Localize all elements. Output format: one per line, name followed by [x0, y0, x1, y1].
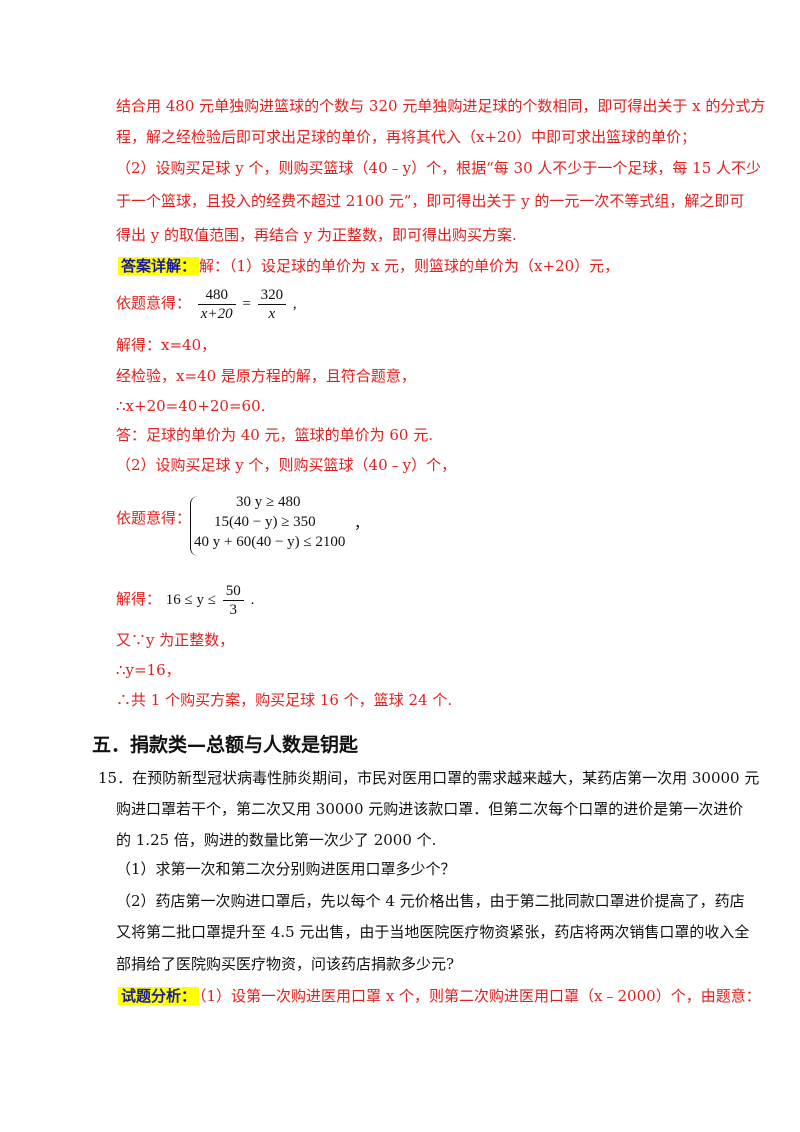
- conclusion-line: ∴共 1 个购买方案，购买足球 16 个，篮球 24 个.: [116, 691, 453, 709]
- solve2-tail: .: [250, 592, 255, 608]
- fraction-320-numerator: 320: [257, 286, 287, 305]
- question-2-line-3: 部捐给了医院购买医疗物资，问该药店捐款多少元?: [116, 955, 455, 973]
- left-brace: [190, 496, 199, 556]
- analysis-line-4: 于一个篮球，且投入的经费不超过 2100 元”，即可得出关于 y 的一元一次不等…: [116, 192, 745, 210]
- part2-line: （2）设购买足球 y 个，则购买篮球（40﹣y）个，: [116, 456, 457, 474]
- solve-line-2: 解得： 16 ≤ y ≤ 50 3 .: [116, 580, 720, 619]
- therefore-line-1: ∴x+20=40+20=60.: [116, 397, 266, 415]
- analysis-line-1: 结合用 480 元单独购进篮球的个数与 320 元单独购进足球的个数相同，即可得…: [116, 97, 766, 115]
- problem-analysis-tag: 试题分析：: [118, 987, 200, 1005]
- fraction-50-3-numerator: 50: [222, 582, 244, 601]
- analysis-line-3: （2）设购买足球 y 个，则购买篮球（40﹣y）个，根据“每 30 人不少于一个…: [116, 159, 762, 177]
- problem-line-2: 购进口罩若干个，第二次又用 30000 元购进该款口罩．但第二次每个口罩的进价是…: [116, 800, 744, 818]
- problem-analysis-text: （1）设第一次购进医用口罩 x 个，则第二次购进医用口罩（x﹣2000）个，由题…: [199, 987, 761, 1005]
- problem-line-1: 15．在预防新型冠状病毒性肺炎期间，市民对医用口罩的需求越来越大，某药店第一次用…: [98, 769, 760, 787]
- question-2-line-2: 又将第二批口罩提升至 4.5 元出售，由于当地医院医疗物资紧张，药店将两次销售口…: [116, 923, 750, 941]
- section-heading: 五．捐款类—总额与人数是钥匙: [92, 734, 359, 756]
- fraction-50-3: 50 3: [222, 582, 244, 619]
- equation-label: 依题意得：: [116, 294, 192, 312]
- equation-equals: =: [242, 296, 251, 312]
- analysis-line-2: 程，解之经检验后即可求出足球的单价，再将其代入（x+20）中即可求出篮球的单价；: [116, 128, 697, 146]
- fraction-320: 320 x: [257, 286, 287, 323]
- solve2-label: 解得：: [116, 590, 162, 608]
- question-1: （1）求第一次和第二次分别购进医用口罩多少个？: [116, 860, 456, 878]
- equation-line: 依题意得： 480 x+20 = 320 x ,: [116, 284, 720, 323]
- fraction-480: 480 x+20: [197, 286, 236, 323]
- fraction-320-denominator: x: [268, 305, 276, 322]
- problem-analysis-line: 试题分析：（1）设第一次购进医用口罩 x 个，则第二次购进医用口罩（x﹣2000…: [118, 986, 761, 1006]
- system-row-3: 40 y + 60(40 − y) ≤ 2100: [194, 534, 346, 550]
- system-row-2: 15(40 − y) ≥ 350: [214, 514, 316, 530]
- analysis-line-5: 得出 y 的取值范围，再结合 y 为正整数，即可得出购买方案.: [116, 226, 517, 244]
- equation-tail: ,: [292, 296, 297, 312]
- fraction-480-denominator: x+20: [200, 305, 233, 322]
- check-line: 经检验，x=40 是原方程的解，且符合题意，: [116, 367, 416, 385]
- answer-intro-line: 答案详解：解：（1）设足球的单价为 x 元，则篮球的单价为（x+20）元，: [118, 256, 720, 276]
- solve-line-1: 解得：x=40，: [116, 336, 217, 354]
- therefore-line-2: ∴y=16，: [116, 661, 181, 679]
- solve2-lhs: 16 ≤ y ≤: [165, 592, 217, 608]
- reply-line: 答：足球的单价为 40 元，篮球的单价为 60 元.: [116, 426, 434, 444]
- question-2-line-1: （2）药店第一次购进口罩后，先以每个 4 元价格出售，由于第二批同款口罩进价提高…: [116, 892, 745, 910]
- system-tail: ，: [354, 516, 370, 532]
- system-label: 依题意得：: [116, 509, 192, 527]
- answer-intro-text: 解：（1）设足球的单价为 x 元，则篮球的单价为（x+20）元，: [199, 257, 620, 275]
- since-line: 又∵y 为正整数，: [116, 631, 235, 649]
- system-row-1: 30 y ≥ 480: [236, 494, 301, 510]
- answer-detail-tag: 答案详解：: [118, 257, 200, 275]
- fraction-50-3-denominator: 3: [229, 601, 238, 618]
- problem-line-3: 的 1.25 倍，购进的数量比第一次少了 2000 个.: [116, 831, 437, 849]
- fraction-480-numerator: 480: [197, 286, 236, 305]
